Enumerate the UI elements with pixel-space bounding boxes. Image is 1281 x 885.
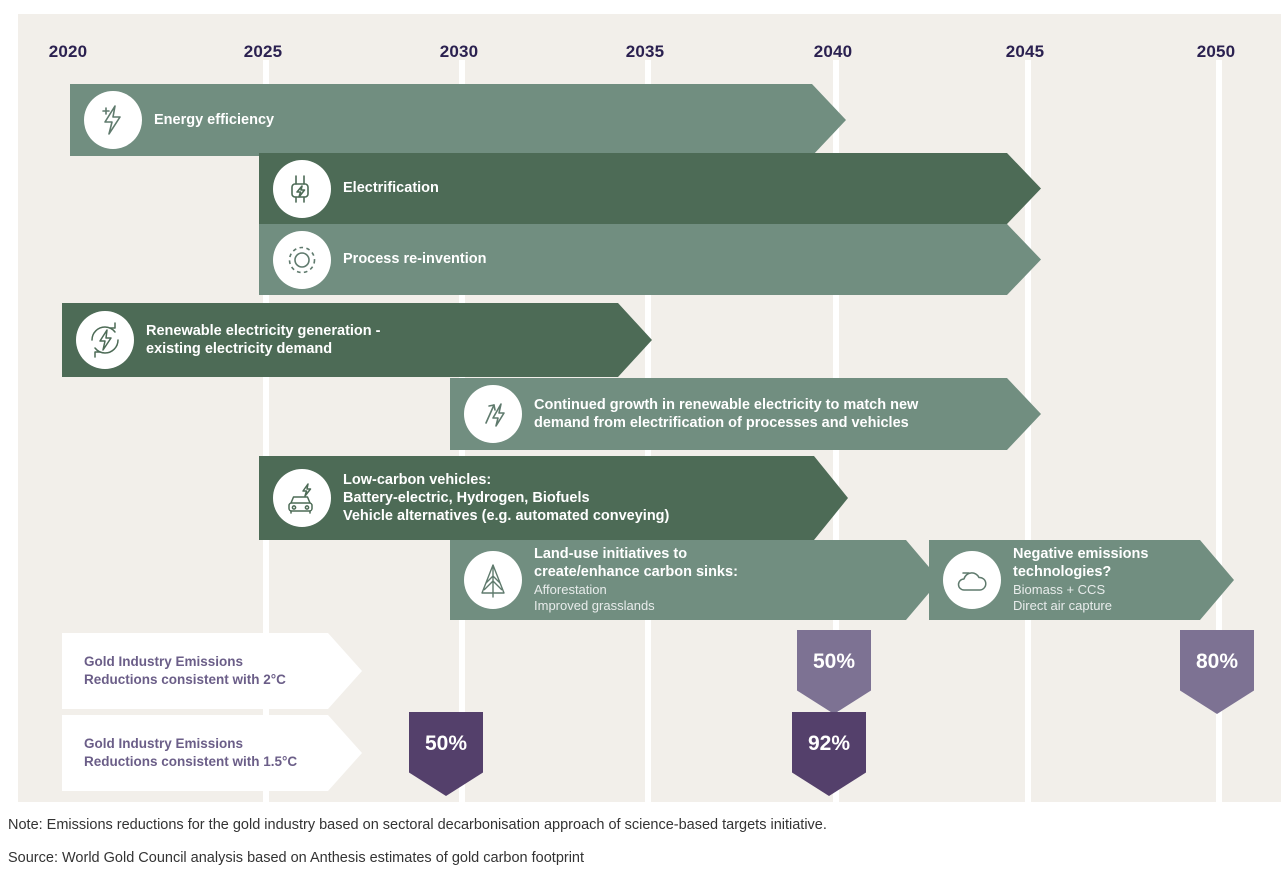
bar-shape: [259, 456, 848, 540]
bar-label: Process re-invention: [343, 251, 487, 268]
year-label-2050: 2050: [1196, 42, 1236, 61]
bar-continued-growth-renewables[interactable]: Continued growth in renewable electricit…: [450, 378, 1041, 450]
renewable-cycle-icon: [76, 311, 134, 369]
bar-label: Energy efficiency: [154, 111, 275, 128]
bar-land-use-initiatives[interactable]: Land-use initiatives to create/enhance c…: [450, 540, 940, 620]
gridline-2025: [263, 60, 269, 802]
bar-process-reinvention[interactable]: Process re-invention: [259, 224, 1041, 295]
bar-sublabel: Afforestation Improved grasslands: [534, 581, 655, 614]
gear-icon: [273, 230, 331, 289]
bar-shape: [450, 540, 940, 620]
growth-bolt-icon: [464, 385, 522, 443]
bar-label: Low-carbon vehicles: Battery-electric, H…: [343, 471, 670, 525]
year-label-2035: 2035: [625, 42, 665, 61]
year-label-2025: 2025: [243, 42, 283, 61]
bar-sublabel: Biomass + CCS Direct air capture: [1013, 581, 1112, 614]
bar-renewable-existing[interactable]: Renewable electricity generation - exist…: [62, 303, 652, 377]
track-label-15c[interactable]: Gold Industry Emissions Reductions consi…: [62, 715, 362, 791]
bar-electrification[interactable]: Electrification: [259, 153, 1041, 224]
year-label-2045: 2045: [1005, 42, 1045, 61]
track-label-text: Gold Industry Emissions Reductions consi…: [84, 735, 298, 769]
bar-energy-efficiency[interactable]: Energy efficiency: [70, 84, 846, 156]
bar-shape: [450, 378, 1041, 450]
bar-shape: [62, 303, 652, 377]
plug-icon: [273, 159, 331, 218]
bar-label: Continued growth in renewable electricit…: [534, 396, 919, 431]
bar-shape: [259, 224, 1041, 295]
cloud-icon: [943, 551, 1001, 609]
bar-low-carbon-vehicles[interactable]: Low-carbon vehicles: Battery-electric, H…: [259, 456, 848, 540]
track-label-2c[interactable]: Gold Industry Emissions Reductions consi…: [62, 633, 362, 709]
bar-label: Negative emissions technologies?: [1013, 546, 1149, 581]
bar-negative-emissions[interactable]: Negative emissions technologies? Biomass…: [929, 540, 1234, 620]
gridline-2050: [1216, 60, 1222, 802]
bar-label: Renewable electricity generation - exist…: [146, 322, 381, 357]
source-text: Source: World Gold Council analysis base…: [8, 850, 585, 866]
bar-shape: [70, 84, 846, 156]
gridline-2045: [1025, 60, 1031, 802]
tree-icon: [464, 551, 522, 609]
bar-label: Electrification: [343, 180, 439, 197]
year-label-2030: 2030: [439, 42, 479, 61]
bar-label: Land-use initiatives to create/enhance c…: [534, 546, 738, 581]
bar-shape: [259, 153, 1041, 224]
year-label-2020: 2020: [48, 42, 88, 61]
year-label-2040: 2040: [813, 42, 853, 61]
electric-car-icon: [273, 469, 331, 527]
track-label-text: Gold Industry Emissions Reductions consi…: [84, 653, 286, 687]
note-text: Note: Emissions reductions for the gold …: [8, 817, 827, 833]
energy-bolt-icon: [84, 91, 142, 149]
